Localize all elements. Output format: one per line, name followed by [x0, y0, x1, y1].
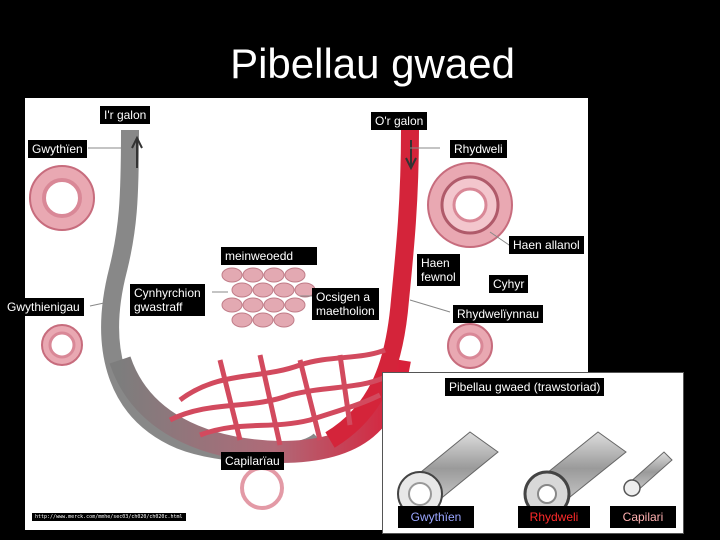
inset-label-gwythien: Gwythïen	[398, 506, 474, 528]
page-title: Pibellau gwaed	[230, 40, 515, 87]
leader-lines	[88, 147, 513, 313]
label-or-galon: O'r galon	[371, 112, 428, 130]
label-ir-galon: I'r galon	[100, 106, 151, 124]
label-haen-fewnol: Haen fewnol	[417, 254, 460, 286]
venule-cross-section	[41, 324, 83, 366]
arteriole-cross-section	[447, 323, 493, 369]
down-arrow-icon	[405, 140, 417, 171]
label-rhydweli: Rhydweli	[450, 140, 507, 158]
inset-label-rhydweli: Rhydweli	[518, 506, 590, 528]
vein-cross-section	[29, 165, 95, 231]
label-cyhyr: Cyhyr	[489, 275, 529, 293]
label-gwythien: Gwythïen	[28, 140, 87, 158]
artery-trunk	[325, 129, 419, 448]
up-arrow-icon	[131, 135, 143, 168]
label-trawstoriad: Pibellau gwaed (trawstoriad)	[445, 378, 605, 396]
inset-artery-tube-drawn	[523, 431, 627, 518]
capillary-network	[168, 347, 392, 446]
inset-vein-tube-drawn	[397, 431, 499, 517]
tissue-cells	[221, 267, 316, 328]
inset-capillary-tube-drawn	[623, 451, 673, 497]
label-ocsigen-maetholion: Ocsigen a maetholion	[312, 288, 379, 320]
label-haen-allanol: Haen allanol	[509, 236, 584, 254]
source-url: http://www.merck.com/mmhe/sec03/ch020/ch…	[32, 513, 186, 521]
label-capilariau: Capilarïau	[221, 452, 284, 470]
artery-cross-section	[427, 162, 513, 248]
label-cynhyrchion-gwastraff: Cynhyrchion gwastraff	[130, 284, 205, 316]
inset-label-capilari: Capilari	[610, 506, 676, 528]
label-gwythienigau: Gwythienigau	[3, 298, 84, 316]
label-rhydwelynnau: Rhydwelïynnau	[453, 305, 544, 323]
label-meinweoedd: meinweoedd	[221, 247, 317, 265]
